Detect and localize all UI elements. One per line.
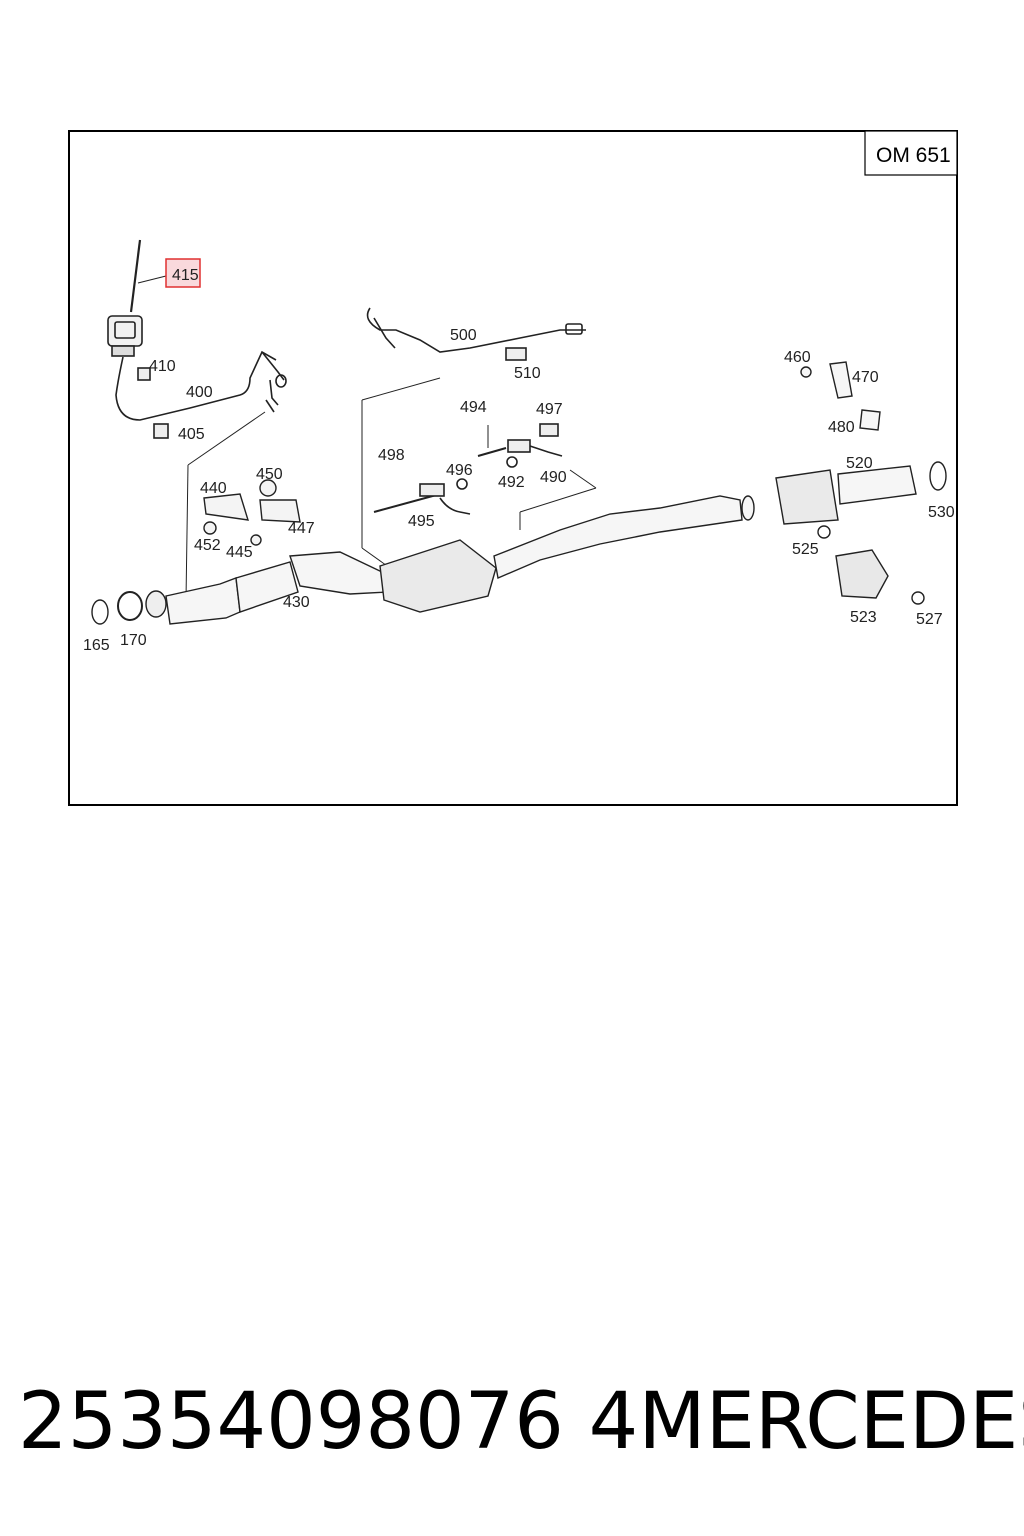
- callout-520[interactable]: 520: [846, 455, 873, 472]
- callout-495[interactable]: 495: [408, 513, 435, 530]
- callout-400[interactable]: 400: [186, 384, 213, 401]
- callout-410[interactable]: 410: [149, 358, 176, 375]
- callout-430[interactable]: 430: [283, 594, 310, 611]
- callout-415[interactable]: 415: [172, 267, 199, 284]
- engine-code-label: OM 651: [876, 144, 951, 167]
- callout-523[interactable]: 523: [850, 609, 877, 626]
- callout-447[interactable]: 447: [288, 520, 315, 537]
- callout-490[interactable]: 490: [540, 469, 567, 486]
- callout-510[interactable]: 510: [514, 365, 541, 382]
- bracket-440-drawing: [203, 479, 301, 546]
- callout-470[interactable]: 470: [852, 369, 879, 386]
- part-number: 25354098076 4: [18, 1377, 639, 1467]
- callout-445[interactable]: 445: [226, 544, 253, 561]
- callout-450[interactable]: 450: [256, 466, 283, 483]
- callout-440[interactable]: 440: [200, 480, 227, 497]
- callout-497[interactable]: 497: [536, 401, 563, 418]
- footer-caption: 25354098076 4 MERCEDES: [18, 1372, 1024, 1472]
- callout-500[interactable]: 500: [450, 327, 477, 344]
- engine-code-box: [864, 130, 958, 176]
- callout-170[interactable]: 170: [120, 632, 147, 649]
- callout-480[interactable]: 480: [828, 419, 855, 436]
- callout-527[interactable]: 527: [916, 611, 943, 628]
- callout-492[interactable]: 492: [498, 474, 525, 491]
- exhaust-assembly-drawing: [91, 361, 947, 625]
- brand-name: MERCEDES: [638, 1377, 1024, 1467]
- highlight-box-415: [165, 258, 201, 288]
- cable-500-drawing: [361, 307, 586, 569]
- callout-530[interactable]: 530: [928, 504, 955, 521]
- sensor-415-drawing: [107, 239, 287, 601]
- diagram-border: [68, 130, 958, 806]
- callout-496[interactable]: 496: [446, 462, 473, 479]
- callout-165[interactable]: 165: [83, 637, 110, 654]
- callout-498[interactable]: 498: [378, 447, 405, 464]
- exhaust-parts-diagram: OM 651: [68, 130, 958, 806]
- callout-494[interactable]: 494: [460, 399, 487, 416]
- callout-460[interactable]: 460: [784, 349, 811, 366]
- callout-525[interactable]: 525: [792, 541, 819, 558]
- callout-452[interactable]: 452: [194, 537, 221, 554]
- sensor-490-498-drawing: [373, 423, 597, 530]
- callout-405[interactable]: 405: [178, 426, 205, 443]
- callout-labels: 415 410 400 405 500 510 460 470 480 494 …: [83, 267, 955, 654]
